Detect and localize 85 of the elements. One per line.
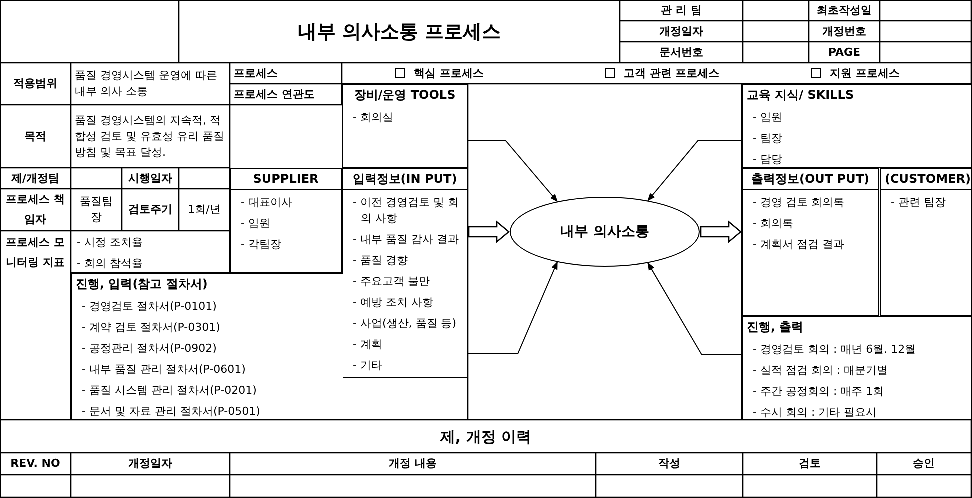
list-item: - 예방 조치 사항 bbox=[352, 295, 434, 311]
list-item: - 사업(생산, 품질 등) bbox=[352, 316, 458, 332]
reference-panel bbox=[71, 273, 343, 420]
header-label: 최초작성일 bbox=[816, 2, 873, 18]
list-item: - 내부 품질 관리 절차서(P-0601) bbox=[81, 362, 247, 378]
field-text: 품질팀장 bbox=[79, 194, 114, 226]
list-item: - 임원 bbox=[240, 216, 272, 232]
panel-heading: 장비/운영 TOOLS bbox=[353, 87, 457, 104]
list-item: - 임원 bbox=[752, 110, 784, 126]
row-label: 검토주기 bbox=[128, 202, 174, 218]
panel-heading: 진행, 출력 bbox=[746, 319, 805, 336]
list-item: - 회의 참석율 bbox=[76, 256, 144, 272]
list-item: - 경영 검토 회의록 bbox=[752, 195, 846, 211]
column-header: 작성 bbox=[658, 456, 682, 472]
list-item: - 회의록 bbox=[752, 216, 794, 232]
row-label: 프로세스 모니터링 지표 bbox=[5, 235, 66, 271]
panel-heading: (CUSTOMER) bbox=[881, 169, 971, 190]
input-box bbox=[342, 168, 468, 378]
row-label: 프로세스 책임자 bbox=[5, 192, 66, 228]
list-item: - 수시 회의 : 기타 필요시 bbox=[752, 405, 878, 421]
output-box bbox=[742, 168, 879, 316]
list-item: - 팀장 bbox=[752, 131, 784, 147]
section-title: 제, 개정 이력 bbox=[439, 426, 533, 448]
tools-panel bbox=[342, 84, 468, 168]
list-item: - 주간 공정회의 : 매주 1회 bbox=[752, 384, 886, 400]
column-header: 검토 bbox=[798, 456, 822, 472]
header-label: 문서번호 bbox=[658, 44, 704, 60]
list-item: - 담당 bbox=[752, 152, 784, 168]
list-item: - 계획서 점검 결과 bbox=[752, 237, 846, 253]
customer-box bbox=[880, 168, 972, 316]
column-header: 개정일자 bbox=[128, 456, 174, 472]
column-header: 개정 내용 bbox=[388, 456, 438, 472]
panel-heading: 입력정보(IN PUT) bbox=[343, 169, 467, 190]
row-label: 시행일자 bbox=[128, 170, 174, 186]
block-arrow bbox=[468, 220, 510, 244]
option-label: 지원 프로세스 bbox=[829, 66, 901, 82]
block-arrow bbox=[700, 220, 742, 244]
row-label: 프로세스 bbox=[233, 66, 279, 82]
list-item: - 대표이사 bbox=[240, 195, 294, 211]
list-item: - 경영검토 절차서(P-0101) bbox=[81, 299, 218, 315]
list-item: - 경영검토 회의 : 매년 6월. 12월 bbox=[752, 342, 918, 358]
list-item: - 계약 검토 절차서(P-0301) bbox=[81, 320, 222, 336]
row-label: 프로세스 연관도 bbox=[233, 86, 316, 102]
arrow bbox=[468, 262, 558, 354]
panel-heading: 출력정보(OUT PUT) bbox=[743, 169, 878, 190]
form-title: 내부 의사소통 프로세스 bbox=[296, 20, 502, 44]
field-text: 1회/년 bbox=[187, 202, 222, 218]
process-name: 내부 의사소통 bbox=[560, 223, 650, 241]
field-text: 품질 경영시스템의 지속적, 적합성 검토 및 유효성 유리 품질 방침 및 목표 달성. bbox=[74, 112, 226, 160]
list-item: - 내부 품질 감사 결과 bbox=[352, 232, 460, 248]
header-label: 관 리 팀 bbox=[660, 2, 703, 18]
list-item: - 공정관리 절차서(P-0902) bbox=[81, 341, 218, 357]
list-item: - 품질 경향 bbox=[352, 253, 409, 269]
header-label: 개정번호 bbox=[822, 24, 868, 40]
list-item: - 계획 bbox=[352, 337, 384, 353]
header-label: 개정일자 bbox=[658, 24, 704, 40]
list-item: - 실적 점검 회의 : 매분기별 bbox=[752, 363, 890, 379]
process-ellipse bbox=[510, 197, 700, 267]
output-panel bbox=[742, 316, 972, 420]
option-label: 핵심 프로세스 bbox=[413, 66, 485, 82]
row-label: 제/개정팀 bbox=[10, 170, 61, 186]
field-text: 품질 경영시스템 운영에 따른 내부 의사 소통 bbox=[74, 68, 218, 100]
arrow bbox=[468, 140, 558, 202]
panel-heading: 진행, 입력(참고 절차서) bbox=[75, 276, 209, 293]
column-header: 승인 bbox=[912, 456, 936, 472]
row-label: 적용범위 bbox=[12, 76, 58, 92]
skills-panel bbox=[742, 84, 972, 168]
header-label: PAGE bbox=[827, 44, 862, 60]
column-header: REV. NO bbox=[10, 456, 62, 472]
list-item: - 각팀장 bbox=[240, 237, 282, 253]
list-item: - 관련 팀장 bbox=[890, 195, 947, 211]
panel-heading: SUPPLIER bbox=[231, 169, 341, 190]
row-label: 목적 bbox=[24, 128, 48, 144]
list-item: - 이전 경영검토 및 회의 사항 bbox=[352, 195, 460, 227]
arrow bbox=[648, 262, 742, 356]
list-item: - 회의실 bbox=[352, 110, 394, 126]
list-item: - 주요고객 불만 bbox=[352, 274, 431, 290]
panel-heading: 교육 지식/ SKILLS bbox=[746, 87, 856, 104]
list-item: - 문서 및 자료 관리 절차서(P-0501) bbox=[81, 404, 262, 420]
list-item: - 기타 bbox=[352, 358, 384, 374]
option-label: 고객 관련 프로세스 bbox=[623, 66, 721, 82]
arrow bbox=[648, 140, 742, 202]
supplier-box bbox=[230, 168, 342, 273]
list-item: - 시정 조치율 bbox=[76, 234, 144, 250]
list-item: - 품질 시스템 관리 절차서(P-0201) bbox=[81, 383, 258, 399]
